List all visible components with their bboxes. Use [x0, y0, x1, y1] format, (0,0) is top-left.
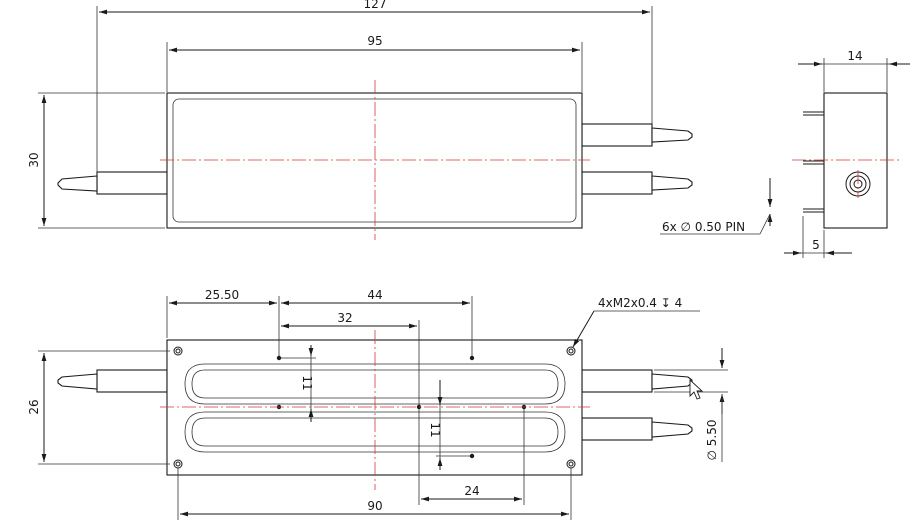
dim-vertical-offset-left: 11: [300, 375, 314, 390]
dim-vertical-offset-center: 11: [428, 422, 442, 437]
pin-callout: 6x ∅ 0.50 PIN: [662, 220, 745, 234]
bottom-body: [166, 339, 583, 476]
dim-overall-length: 127: [364, 0, 387, 11]
dim-mount-hole-spacing: 90: [367, 499, 382, 513]
bottom-right-fiber-upper: [581, 369, 693, 393]
side-view: 14 5 6x ∅ 0.50 PIN: [660, 49, 910, 258]
mouse-cursor-icon: [689, 378, 704, 400]
top-right-fiber-upper: [581, 123, 693, 147]
dim-side-width: 14: [847, 49, 862, 63]
dim-hole-spacing-bottom: 24: [464, 484, 479, 498]
side-pins: [803, 111, 824, 213]
thread-callout: 4xM2x0.4 ↧ 4: [598, 296, 682, 310]
dim-bottom-height: 26: [27, 399, 41, 414]
top-left-fiber: [57, 171, 168, 195]
bottom-view: 25.50 44 32 11 11 26 24 9: [27, 288, 728, 520]
dim-hole-spacing-short: 32: [337, 311, 352, 325]
top-body-outer: [166, 92, 583, 229]
side-body: [823, 92, 888, 229]
top-view: 127 95 30: [27, 0, 693, 240]
lower-slot: [184, 411, 566, 453]
bottom-right-fiber-lower: [581, 417, 693, 441]
top-body-inner: [172, 98, 577, 223]
dim-top-height: 30: [27, 152, 41, 167]
dim-hole-spacing-long: 44: [367, 288, 382, 302]
dim-body-length: 95: [367, 34, 382, 48]
dim-hole-offset: 25.50: [205, 288, 239, 302]
dim-pin-offset: 5: [812, 238, 820, 252]
bottom-left-fiber: [57, 369, 168, 393]
top-right-fiber-lower: [581, 171, 693, 195]
upper-slot: [184, 363, 566, 405]
dim-fiber-diameter: ∅ 5.50: [705, 420, 719, 461]
